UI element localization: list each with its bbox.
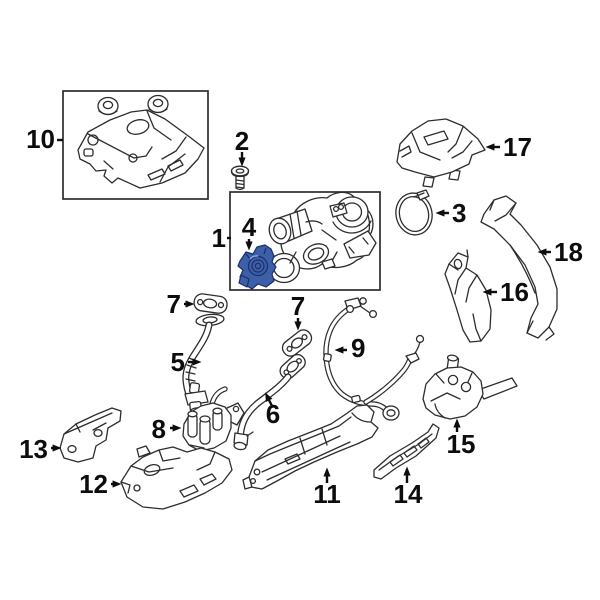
callout-label-1[interactable]: 1 bbox=[212, 223, 226, 253]
part-16-bracket-drawing[interactable] bbox=[444, 249, 492, 343]
callout-label-13[interactable]: 13 bbox=[19, 434, 48, 464]
callout-label-5[interactable]: 5 bbox=[171, 347, 185, 377]
part-8-valve-drawing[interactable] bbox=[182, 386, 245, 452]
callout-label-7a[interactable]: 7 bbox=[167, 289, 181, 319]
callout-label-15[interactable]: 15 bbox=[447, 429, 476, 459]
callout-label-12[interactable]: 12 bbox=[79, 469, 108, 499]
part-18-bracket-drawing[interactable] bbox=[480, 195, 558, 341]
part-17-heat-shield-drawing[interactable] bbox=[396, 118, 486, 188]
part-11-shield-drawing[interactable] bbox=[242, 404, 379, 490]
callout-label-14[interactable]: 14 bbox=[394, 479, 423, 509]
part-3-clamp-ring-drawing[interactable] bbox=[392, 189, 436, 239]
part-2-bolt-drawing[interactable] bbox=[230, 165, 250, 191]
callout-label-10[interactable]: 10 bbox=[26, 124, 55, 154]
part-4-diverter-valve-highlighted[interactable] bbox=[237, 244, 277, 290]
part-12-shield-drawing[interactable] bbox=[120, 445, 233, 510]
part-5-oil-line-drawing[interactable] bbox=[182, 313, 225, 415]
part-10-engine-cover-drawing[interactable] bbox=[77, 94, 205, 189]
callout-arrow-6 bbox=[265, 392, 274, 407]
callout-label-3[interactable]: 3 bbox=[452, 198, 466, 228]
callout-label-9[interactable]: 9 bbox=[351, 333, 365, 363]
callout-label-16[interactable]: 16 bbox=[500, 277, 529, 307]
callout-label-6[interactable]: 6 bbox=[266, 399, 280, 429]
part-1-turbocharger-drawing[interactable] bbox=[266, 191, 377, 284]
part-7-upper-gasket-drawing[interactable] bbox=[193, 293, 228, 314]
callout-label-2[interactable]: 2 bbox=[235, 126, 249, 156]
part-15-actuator-drawing[interactable] bbox=[422, 354, 518, 420]
part-9-vacuum-lines-drawing[interactable] bbox=[322, 297, 425, 421]
part-13-shield-drawing[interactable] bbox=[59, 407, 122, 463]
callout-label-18[interactable]: 18 bbox=[554, 237, 583, 267]
callout-label-7b[interactable]: 7 bbox=[291, 291, 305, 321]
callout-label-17[interactable]: 17 bbox=[503, 132, 532, 162]
part-14-bracket-rail-drawing[interactable] bbox=[373, 423, 440, 480]
part-7-lower-gasket-drawing[interactable] bbox=[279, 327, 314, 359]
part-10-frame bbox=[62, 90, 209, 200]
callout-label-11[interactable]: 11 bbox=[313, 479, 341, 509]
part-6-pipe-drawing[interactable] bbox=[233, 352, 309, 451]
callout-label-8[interactable]: 8 bbox=[152, 414, 166, 444]
part-1-frame bbox=[229, 191, 381, 291]
callout-label-4[interactable]: 4 bbox=[242, 212, 257, 242]
